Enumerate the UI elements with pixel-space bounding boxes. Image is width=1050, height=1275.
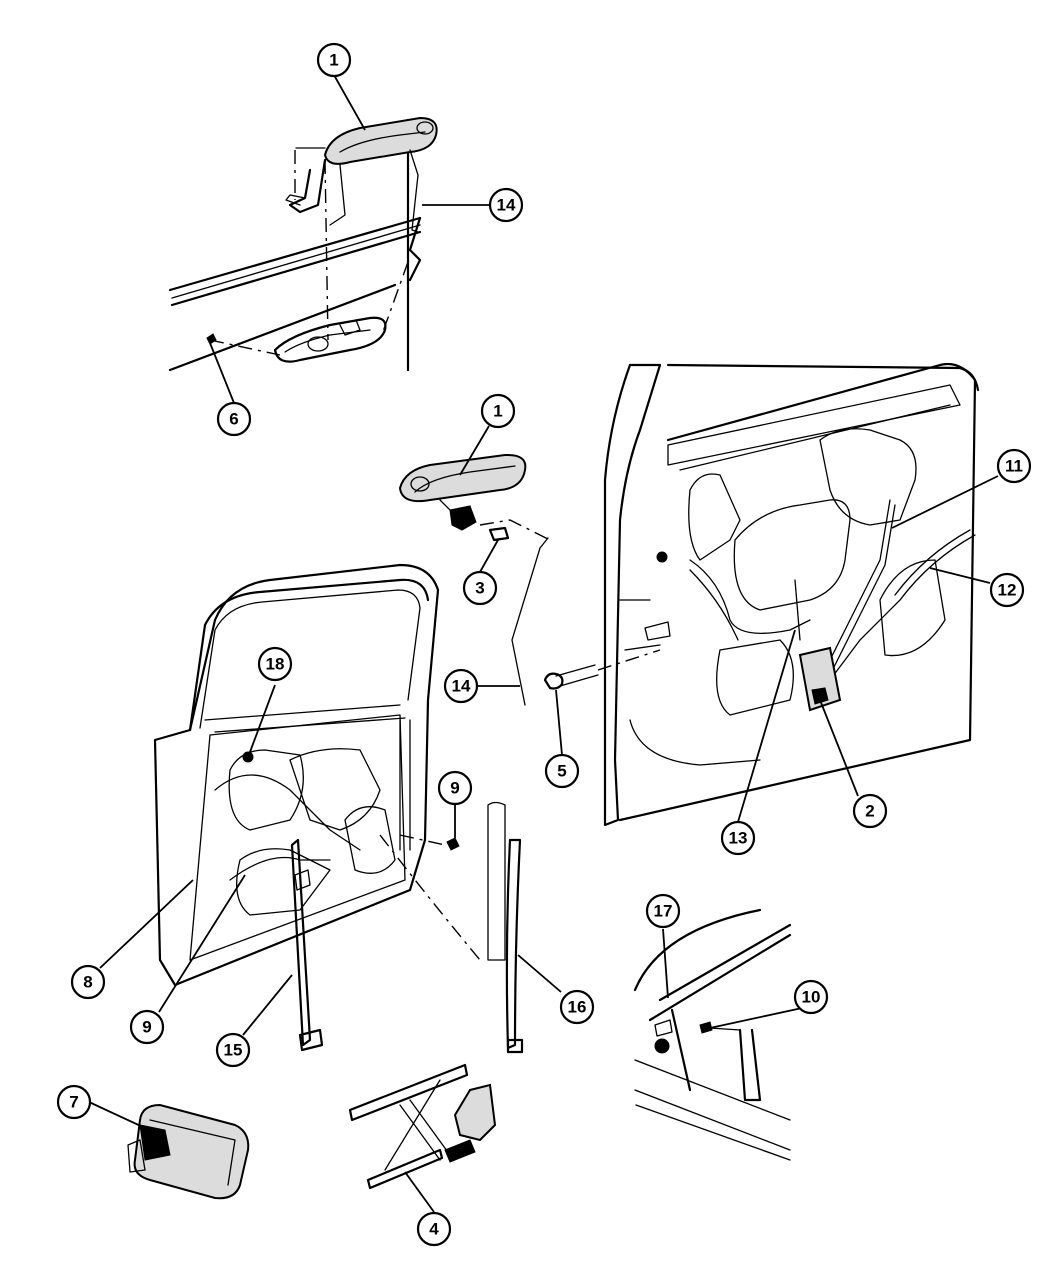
callout-15: 15: [215, 1032, 251, 1068]
svg-text:8: 8: [83, 973, 92, 992]
glass-run-channels: [290, 801, 524, 1054]
door-lock-motor: [127, 1103, 250, 1200]
svg-text:9: 9: [142, 1018, 151, 1037]
callout-6: 6: [216, 401, 252, 437]
callout-9-left: 9: [129, 1009, 165, 1045]
svg-text:11: 11: [1005, 457, 1023, 476]
svg-text:12: 12: [998, 581, 1017, 600]
svg-text:1: 1: [329, 51, 338, 70]
svg-text:4: 4: [429, 1220, 439, 1239]
callout-9-right: 9: [437, 770, 473, 806]
svg-text:10: 10: [802, 988, 821, 1007]
callout-18: 18: [257, 646, 293, 682]
callout-3: 3: [462, 570, 498, 606]
window-regulator: [348, 1063, 497, 1190]
callout-12: 12: [989, 572, 1025, 608]
door-inset-view: [633, 908, 792, 1161]
callout-7: 7: [56, 1084, 92, 1120]
svg-text:17: 17: [654, 902, 673, 921]
callout-14-middle: 14: [443, 668, 479, 704]
svg-text:3: 3: [475, 579, 484, 598]
callout-16: 16: [559, 989, 595, 1025]
handle-assembly-exploded: [398, 453, 661, 706]
callout-5: 5: [544, 753, 580, 789]
callout-17: 17: [645, 893, 681, 929]
svg-text:15: 15: [224, 1041, 243, 1060]
svg-text:5: 5: [557, 762, 566, 781]
svg-text:9: 9: [450, 779, 459, 798]
inner-door-panel-right: [603, 362, 980, 827]
callout-8: 8: [70, 964, 106, 1000]
svg-text:13: 13: [729, 829, 748, 848]
leader-lines: [88, 74, 999, 1213]
svg-text:6: 6: [229, 410, 238, 429]
callout-11: 11: [996, 448, 1032, 484]
exterior-handle-view: [168, 116, 438, 372]
callout-4: 4: [416, 1211, 452, 1247]
svg-text:2: 2: [865, 802, 874, 821]
door-frame-left: [153, 563, 481, 987]
svg-text:1: 1: [493, 402, 502, 421]
callout-13: 13: [720, 820, 756, 856]
callout-10: 10: [793, 979, 829, 1015]
svg-text:14: 14: [497, 196, 516, 215]
svg-text:16: 16: [568, 998, 587, 1017]
callout-2: 2: [852, 793, 888, 829]
svg-text:7: 7: [69, 1093, 78, 1112]
svg-text:18: 18: [266, 655, 285, 674]
svg-text:14: 14: [452, 677, 471, 696]
callout-14-top: 14: [488, 187, 524, 223]
callout-1-middle: 1: [480, 393, 516, 429]
callout-1-top: 1: [316, 42, 352, 78]
